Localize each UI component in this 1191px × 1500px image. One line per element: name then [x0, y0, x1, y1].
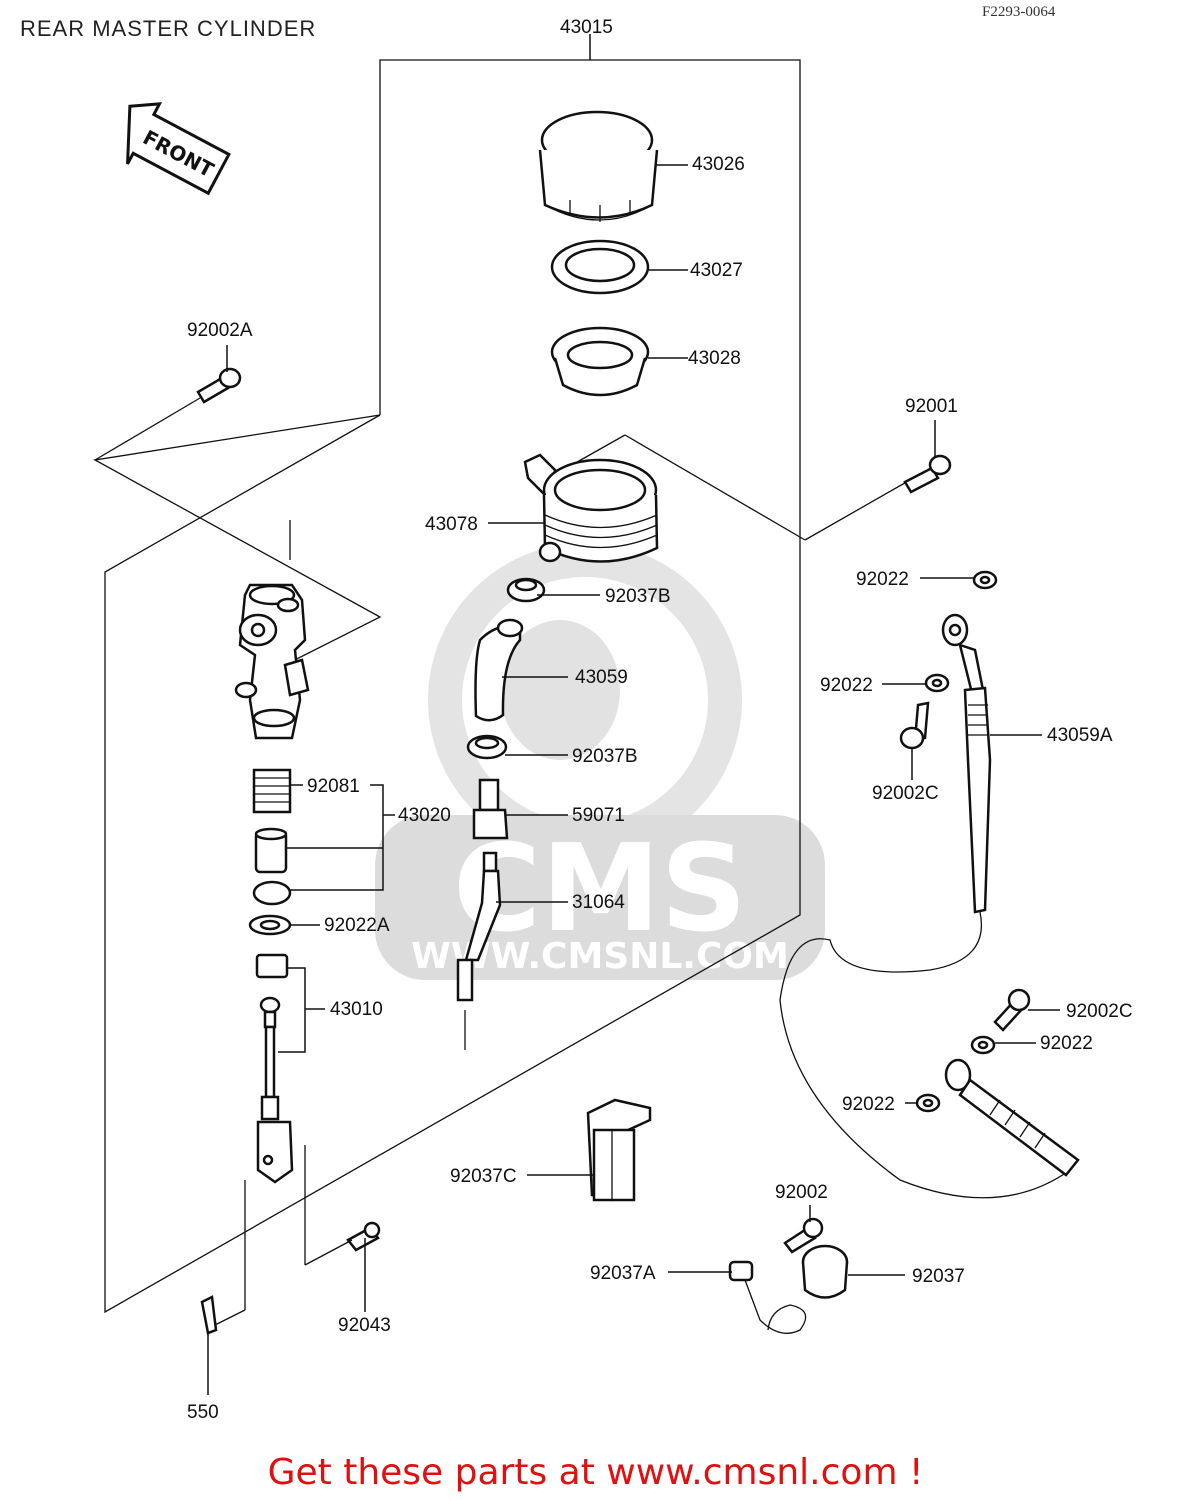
part-label: 92037B [572, 746, 638, 767]
clevis-pin [346, 1221, 381, 1252]
washer-92022-lower [970, 1035, 996, 1055]
strap-92037a [728, 1260, 807, 1334]
part-label: 92002 [775, 1182, 828, 1203]
part-label: 92002C [872, 783, 939, 804]
leader-lines [207, 34, 1060, 1395]
reservoir-hose [474, 618, 524, 722]
hose-guide [586, 1098, 652, 1202]
part-label: 43020 [398, 805, 451, 826]
assembly-frame [93, 59, 911, 1314]
part-label: 43078 [425, 514, 478, 535]
part-label: 92037A [590, 1263, 656, 1284]
diagram-code: F2293-0064 [982, 4, 1056, 20]
brake-hose [941, 613, 992, 914]
piston-spring [252, 768, 292, 814]
part-label: 92037B [605, 586, 671, 607]
bolt-92002a [196, 367, 242, 404]
diaphragm-plate [550, 239, 650, 295]
washer-92022-bottom [915, 1093, 941, 1113]
part-labels: 43015 43026 43027 43028 92002A 92001 430… [187, 17, 1133, 1423]
part-label: 92002A [187, 320, 253, 341]
front-arrow-icon: FRONT [126, 102, 231, 196]
banjo-bolt-92002c-upper [899, 701, 930, 750]
reservoir-cap [538, 110, 659, 222]
part-label: 92001 [905, 396, 958, 417]
washer-92022-mid [924, 673, 950, 693]
cotter-pin [200, 1295, 218, 1335]
hose-fitting-lower [944, 1058, 1080, 1177]
hose-connector [472, 778, 509, 840]
part-label: 92022 [1040, 1033, 1093, 1054]
part-label: 43028 [688, 348, 741, 369]
part-label: 43059A [1047, 725, 1113, 746]
watermark-brand: CMS [453, 820, 747, 959]
part-label: 43059 [575, 667, 628, 688]
reservoir-body [523, 453, 659, 563]
part-label: 43026 [692, 154, 745, 175]
part-label: 43010 [330, 999, 383, 1020]
part-label: 43027 [690, 260, 743, 281]
washer-92022-top [972, 570, 998, 590]
hose-clamp-lower [466, 734, 508, 760]
part-label: 92043 [338, 1315, 391, 1336]
part-label: 92081 [307, 776, 360, 797]
part-label: 92022 [856, 569, 909, 590]
part-label: 550 [187, 1402, 219, 1423]
part-label: 92022 [820, 675, 873, 696]
piston-cup [252, 880, 292, 906]
piston [254, 827, 288, 874]
part-label: 92037 [912, 1266, 965, 1287]
part-label: 92022 [842, 1094, 895, 1115]
diaphragm [550, 326, 650, 397]
circlip [248, 914, 292, 936]
brake-pipe [456, 851, 502, 1002]
hose-clamp-upper [506, 577, 546, 603]
cap-92037 [801, 1244, 849, 1299]
bolt-92002 [783, 1217, 824, 1254]
part-label: 92037C [450, 1166, 517, 1187]
part-label: 31064 [572, 892, 625, 913]
watermark-logo: CMS WWW.CMSNL.COM [375, 543, 825, 980]
footer-link-text[interactable]: Get these parts at www.cmsnl.com ! [267, 1452, 924, 1493]
push-rod [255, 953, 294, 1184]
part-label: 43015 [560, 17, 613, 38]
part-label: 59071 [572, 805, 625, 826]
master-cylinder-body [234, 583, 310, 740]
part-label: 92002C [1066, 1001, 1133, 1022]
part-label: 92022A [324, 915, 390, 936]
bolt-92001 [903, 454, 952, 494]
page-title: REAR MASTER CYLINDER [20, 16, 317, 41]
banjo-bolt-92002c-lower [993, 988, 1031, 1032]
